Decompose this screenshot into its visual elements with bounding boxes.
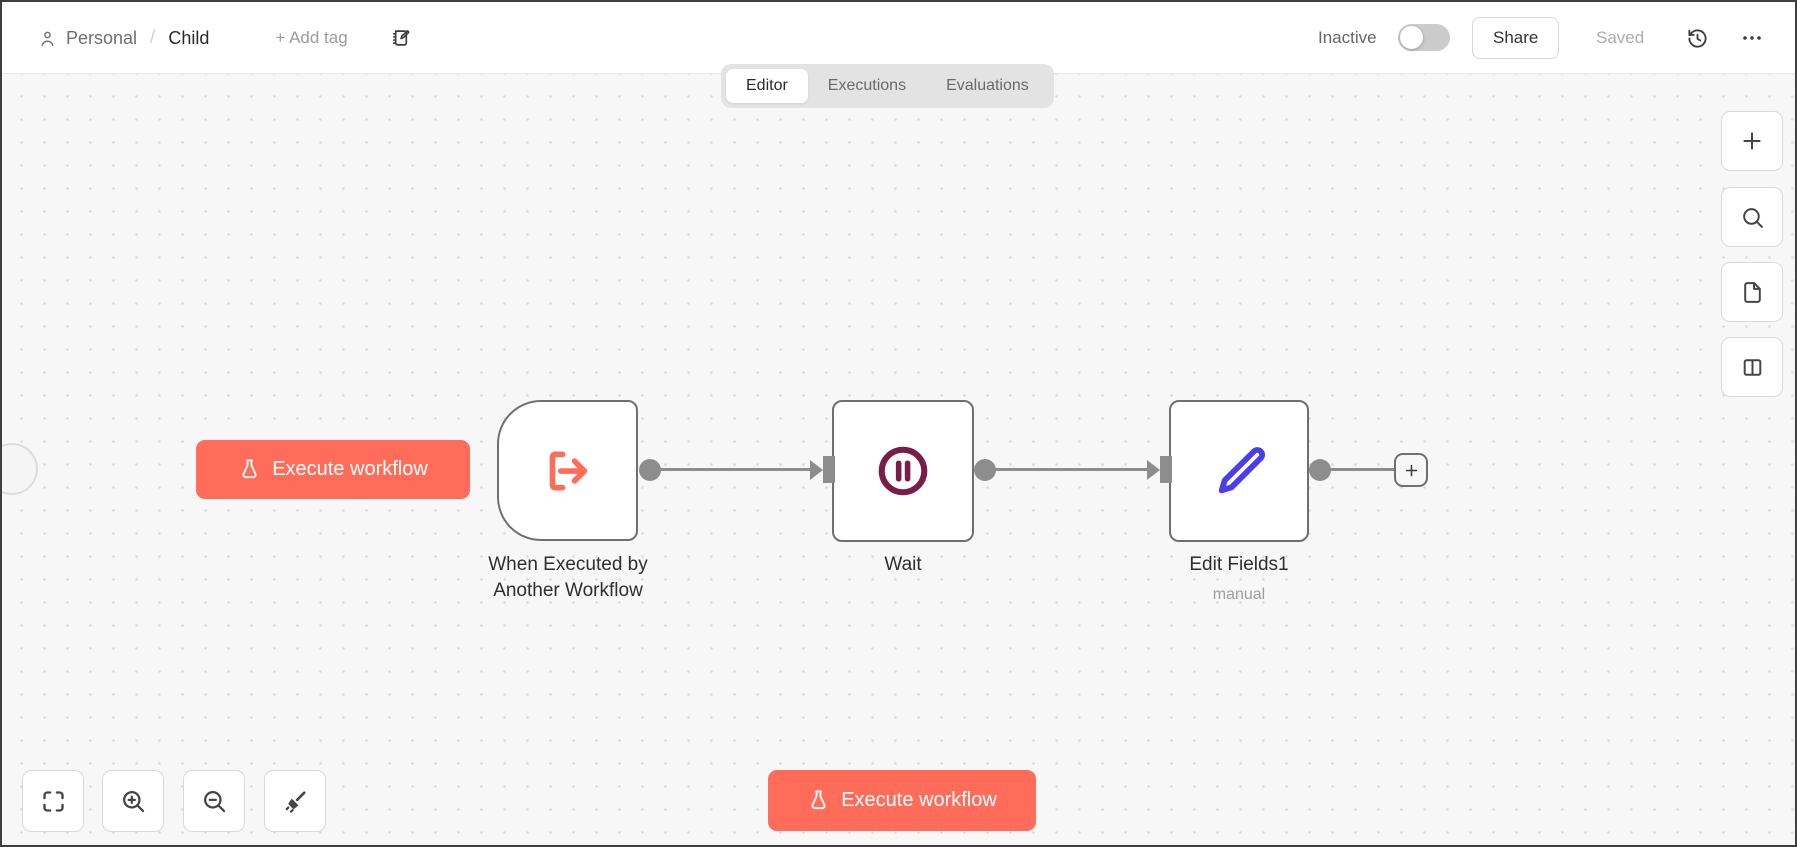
pencil-icon bbox=[1211, 443, 1267, 499]
execute-workflow-button-footer[interactable]: Execute workflow bbox=[768, 770, 1036, 831]
tab-executions[interactable]: Executions bbox=[808, 69, 926, 103]
search-icon bbox=[1742, 207, 1763, 228]
note-edit-icon bbox=[392, 30, 409, 46]
connection-line bbox=[985, 468, 1147, 471]
node-subtitle: manual bbox=[1212, 586, 1266, 603]
node-wait[interactable] bbox=[832, 400, 974, 542]
header-bar: Personal / Child + Add tag Inactive Shar… bbox=[2, 2, 1795, 74]
output-port[interactable] bbox=[974, 458, 996, 481]
input-port bbox=[823, 456, 835, 483]
sticky-note-button[interactable] bbox=[1721, 262, 1783, 322]
log-out-icon bbox=[541, 444, 595, 498]
activation-toggle[interactable] bbox=[1398, 24, 1450, 51]
node-title: Edit Fields1 bbox=[1189, 554, 1289, 575]
breadcrumb-separator: / bbox=[150, 27, 156, 48]
history-icon bbox=[1688, 28, 1707, 48]
breadcrumb-project[interactable]: Personal bbox=[66, 27, 138, 48]
fit-view-button[interactable] bbox=[22, 770, 84, 832]
connection-line bbox=[650, 468, 812, 471]
sticky-note-icon bbox=[1743, 281, 1761, 303]
plus-icon bbox=[1405, 464, 1417, 476]
zoom-out-button[interactable] bbox=[183, 770, 245, 832]
toggle-knob bbox=[1400, 26, 1423, 49]
user-icon bbox=[38, 29, 57, 48]
tab-editor[interactable]: Editor bbox=[726, 69, 808, 103]
flask-icon bbox=[238, 458, 261, 481]
add-node-panel-button[interactable] bbox=[1721, 111, 1783, 171]
more-options-button[interactable] bbox=[1740, 2, 1764, 74]
node-when-executed-by-another-workflow[interactable] bbox=[497, 400, 638, 541]
output-port[interactable] bbox=[639, 458, 661, 481]
fit-view-icon bbox=[42, 790, 64, 812]
input-arrow bbox=[1147, 459, 1160, 480]
search-button[interactable] bbox=[1721, 187, 1783, 247]
split-panel-button[interactable] bbox=[1721, 337, 1783, 397]
plus-icon bbox=[1743, 132, 1761, 150]
node-edit-fields1[interactable] bbox=[1169, 400, 1309, 542]
tab-evaluations[interactable]: Evaluations bbox=[926, 69, 1049, 103]
activation-status-label: Inactive bbox=[1318, 28, 1377, 47]
tidy-up-button[interactable] bbox=[264, 770, 326, 832]
breadcrumb: Personal / Child + Add tag bbox=[38, 2, 412, 74]
tidy-up-icon bbox=[285, 790, 306, 813]
node-label: When Executed by Another Workflow bbox=[488, 554, 648, 601]
ellipsis-icon bbox=[1743, 36, 1761, 40]
input-arrow bbox=[810, 459, 823, 480]
save-status: Saved bbox=[1596, 28, 1645, 47]
zoom-in-icon bbox=[122, 790, 144, 812]
workflow-history-button[interactable] bbox=[1686, 2, 1709, 74]
zoom-out-icon bbox=[203, 790, 225, 812]
view-tabs: Editor Executions Evaluations bbox=[721, 64, 1054, 108]
execute-workflow-label: Execute workflow bbox=[841, 789, 997, 811]
split-panel-icon bbox=[1743, 358, 1761, 376]
panel-collapse-handle[interactable] bbox=[2, 443, 38, 495]
node-label: Wait bbox=[884, 554, 922, 575]
output-port[interactable] bbox=[1309, 458, 1331, 481]
note-edit-button[interactable] bbox=[390, 27, 412, 49]
node-label: Edit Fields1 manual bbox=[1139, 552, 1339, 608]
zoom-in-button[interactable] bbox=[102, 770, 164, 832]
execute-workflow-label: Execute workflow bbox=[272, 458, 428, 480]
share-button[interactable]: Share bbox=[1472, 17, 1560, 59]
add-node-button[interactable] bbox=[1394, 453, 1428, 487]
input-port bbox=[1160, 456, 1172, 483]
connection-line bbox=[1320, 468, 1396, 471]
execute-workflow-button[interactable]: Execute workflow bbox=[196, 440, 470, 499]
add-tag-button[interactable]: + Add tag bbox=[275, 28, 348, 47]
flask-icon bbox=[807, 789, 830, 812]
workflow-name[interactable]: Child bbox=[168, 27, 210, 48]
pause-circle-icon bbox=[874, 442, 932, 500]
